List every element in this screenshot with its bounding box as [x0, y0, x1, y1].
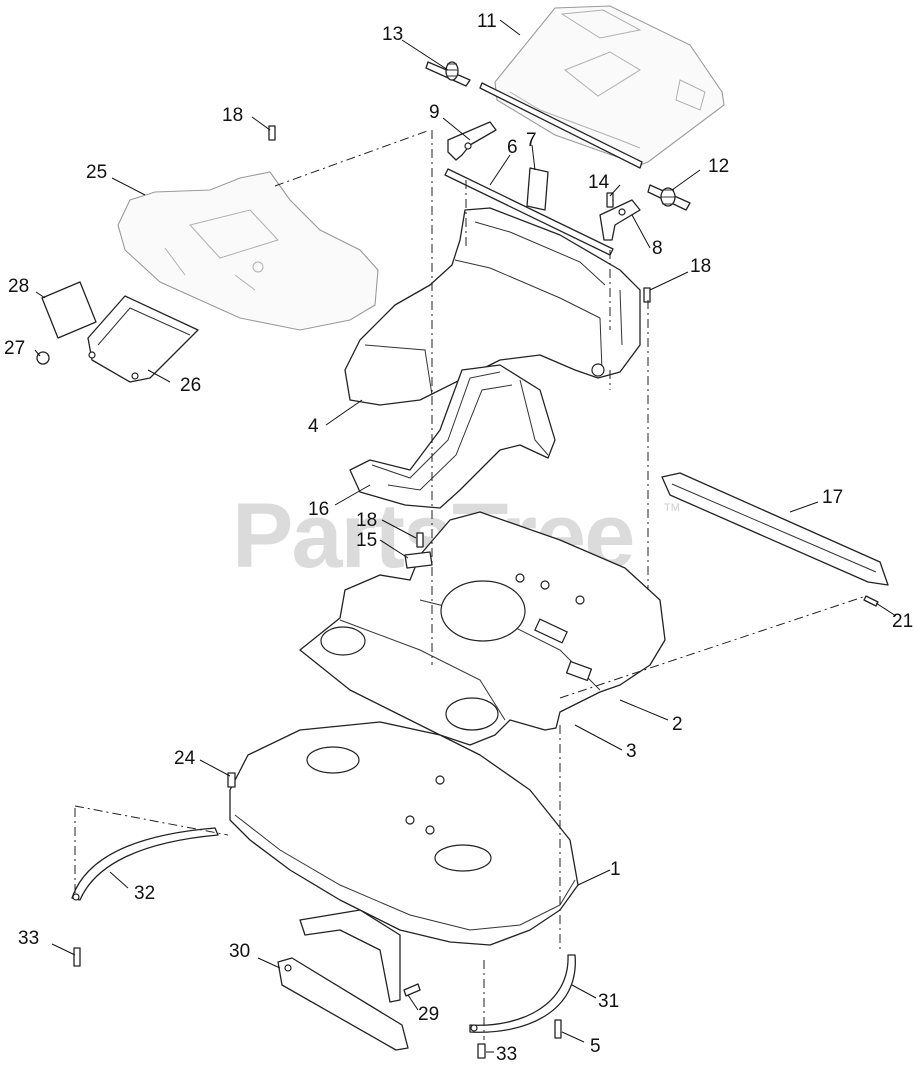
part-24-bolt[interactable] [227, 772, 236, 788]
part-7-latch[interactable] [526, 167, 549, 211]
watermark-trademark: TM [664, 502, 680, 514]
callout-33-bottom: 33 [496, 1044, 517, 1065]
part-32-guard-arc[interactable] [71, 827, 219, 901]
callout-18-middle: 18 [356, 510, 377, 531]
callout-26: 26 [180, 375, 201, 396]
callout-11: 11 [477, 11, 497, 32]
part-3-frame[interactable] [299, 511, 666, 746]
callout-21: 21 [892, 611, 913, 632]
callout-2: 2 [672, 714, 683, 735]
part-14-screw[interactable] [606, 192, 614, 208]
callout-28: 28 [8, 276, 29, 297]
callout-16: 16 [308, 499, 329, 520]
part-9-bracket[interactable] [447, 121, 497, 161]
callout-13: 13 [382, 24, 403, 45]
assembly-lines [74, 129, 867, 1040]
callout-17: 17 [822, 487, 843, 508]
part-33-bolt-bottom[interactable] [477, 1043, 486, 1059]
part-26-guard-plate[interactable] [87, 295, 199, 383]
callout-4: 4 [308, 416, 319, 437]
part-28-decal[interactable] [41, 281, 97, 339]
part-11-top-cover[interactable] [494, 5, 725, 166]
deck-baffle [299, 909, 401, 1003]
callout-8: 8 [652, 238, 663, 259]
part-5-bolt[interactable] [554, 1019, 562, 1039]
callout-29: 29 [418, 1004, 439, 1025]
callout-15: 15 [356, 530, 377, 551]
callout-24: 24 [174, 748, 196, 769]
part-33-bolt-left[interactable] [73, 947, 81, 967]
callout-25: 25 [86, 162, 107, 183]
part-25-body-cover[interactable] [117, 171, 379, 331]
leader-lines [34, 19, 897, 1053]
part-31-guard-arc[interactable] [469, 954, 576, 1033]
callout-7: 7 [526, 130, 537, 151]
part-2-label-plate[interactable] [565, 660, 593, 682]
callout-9: 9 [429, 102, 440, 123]
callout-32: 32 [134, 883, 155, 904]
part-18-screw-top-left[interactable] [268, 125, 276, 141]
callout-18-right: 18 [690, 256, 711, 277]
part-8-bracket[interactable] [599, 199, 641, 241]
part-15-bracket[interactable] [404, 551, 433, 569]
callout-12: 12 [708, 156, 729, 177]
callout-33-left: 33 [18, 928, 39, 949]
callout-14: 14 [588, 172, 610, 193]
part-4-seat-pan[interactable] [344, 207, 641, 406]
part-12-spring[interactable] [647, 184, 691, 211]
part-30-skid-bracket[interactable] [277, 957, 409, 1051]
callout-labels: 13 11 12 14 9 6 7 8 18 18 25 28 27 26 4 … [4, 11, 913, 1065]
part-17-footboard-strip[interactable] [661, 472, 889, 586]
part-18-screw-right[interactable] [643, 287, 651, 303]
part-6-rod[interactable] [444, 168, 614, 256]
part-16-tunnel-bracket[interactable] [349, 364, 556, 509]
callout-6: 6 [507, 137, 518, 158]
part-1-mower-deck[interactable] [229, 721, 579, 946]
callout-18-top-left: 18 [222, 105, 243, 126]
callout-5: 5 [590, 1036, 601, 1057]
part-29-bolt[interactable] [403, 983, 421, 997]
callout-31: 31 [598, 991, 619, 1012]
part-21-screw[interactable] [863, 595, 879, 607]
part-18-screw-middle[interactable] [416, 532, 424, 548]
callout-27: 27 [4, 338, 25, 359]
callout-3: 3 [626, 741, 637, 762]
callout-30: 30 [229, 941, 250, 962]
part-13-spring[interactable] [425, 61, 471, 87]
part-27-nut[interactable] [36, 351, 50, 365]
hinge-rod [479, 82, 643, 169]
callout-1: 1 [610, 859, 621, 880]
